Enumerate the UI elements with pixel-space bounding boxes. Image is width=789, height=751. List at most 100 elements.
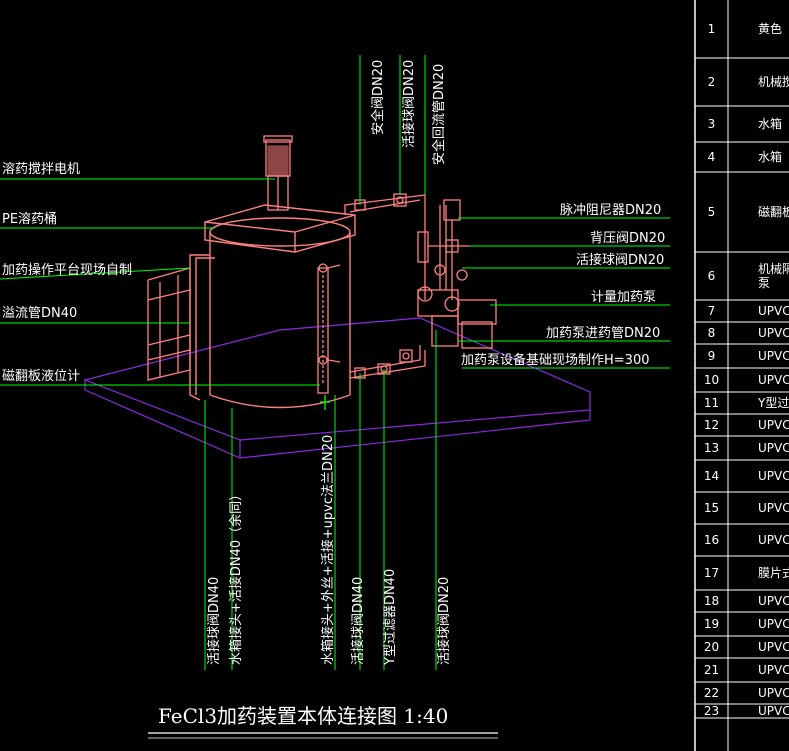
table-row: 13 UPVC活: [695, 441, 789, 461]
table-cell-name: UPVC弯: [758, 616, 789, 631]
mixer-motor: [263, 135, 293, 211]
table-cell-name: UPVC: [758, 686, 789, 700]
operation-platform: [147, 267, 191, 381]
table-cell-name: UPVC: [758, 373, 789, 387]
table-cell-number: 7: [708, 304, 716, 318]
drawing-title-text: FeCl3加药装置本体连接图 1:40: [158, 704, 448, 728]
label-union-ball-valve-right: 活接球阀DN20: [576, 252, 664, 268]
table-cell-number: 14: [704, 469, 719, 483]
table-cell-name: 磁翻板: [758, 204, 789, 219]
table-row: 11 Y型过: [695, 396, 789, 415]
table-cell-number: 3: [708, 117, 716, 131]
right-labels: 脉冲阻尼器DN20 背压阀DN20 活接球阀DN20 计量加药泵 加药泵进药管D…: [461, 203, 665, 368]
table-cell-name: UPVC: [758, 349, 789, 363]
left-labels: 溶药搅拌电机 PE溶药桶 加药操作平台现场自制 溢流管DN40 磁翻板液位计: [2, 161, 132, 384]
label-pump-foundation: 加药泵设备基础现场制作H=300: [461, 352, 649, 368]
safety-return-pipe: [344, 193, 426, 300]
table-cell-name: 泵: [758, 276, 770, 290]
label-union-ball-valve-dn20-bottom: 活接球阀DN20: [436, 577, 452, 665]
label-tank-connector-dn20: 水箱接头+外丝+活接+upvc法兰DN20: [320, 435, 336, 665]
table-cell-number: 18: [704, 594, 719, 608]
table-cell-number: 2: [708, 75, 716, 89]
equipment-base-slab: [83, 317, 591, 459]
table-cell-number: 13: [704, 441, 719, 455]
label-safety-return-pipe: 安全回流管DN20: [431, 64, 447, 165]
table-cell-number: 21: [704, 663, 719, 677]
table-cell-number: 15: [704, 501, 719, 515]
label-union-ball-valve-top: 活接球阀DN20: [401, 60, 417, 148]
table-row: 14 UPVC变: [695, 468, 789, 493]
table-row: 7 UPVC: [695, 304, 789, 323]
table-row: 22 UPVC: [695, 686, 789, 705]
table-cell-name: UPVC背压: [758, 533, 789, 547]
table-row: 20 UPVC三: [695, 640, 789, 659]
table-cell-number: 6: [708, 269, 716, 283]
table-row: 5 磁翻板: [695, 204, 789, 253]
table-row: 2 机械搅: [695, 74, 789, 107]
table-row: 1 黄色: [695, 22, 789, 59]
table-cell-number: 16: [704, 533, 719, 547]
table-row: 6 机械隔膜泵: [695, 261, 789, 301]
table-row: 21 UPVC三: [695, 663, 789, 683]
table-cell-number: 11: [704, 396, 719, 410]
table-cell-number: 12: [704, 418, 719, 432]
table-row: 19 UPVC弯: [695, 616, 789, 637]
leader-lines: [0, 55, 670, 670]
label-safety-valve: 安全阀DN20: [370, 60, 386, 135]
table-cell-name: UPVC: [758, 326, 789, 340]
table-cell-number: 23: [704, 704, 719, 718]
label-overflow-pipe: 溢流管DN40: [2, 306, 77, 321]
table-cell-name: UPVC弯: [758, 593, 789, 608]
table-row: 15 UPVC变: [695, 500, 789, 525]
table-cell-number: 22: [704, 686, 719, 700]
label-y-strainer: Y型过滤器DN40: [383, 569, 398, 666]
table-row: 9 UPVC: [695, 349, 789, 369]
table-cell-name: UPVC: [758, 304, 789, 318]
label-mixer-motor: 溶药搅拌电机: [2, 161, 80, 177]
parts-table: 1黄色2机械搅3水箱4水箱5磁翻板6机械隔膜泵7UPVC8UPVC9UPVC10…: [694, 0, 789, 751]
table-cell-name: UPVC变: [758, 500, 789, 515]
table-cell-name: UPVC活: [758, 418, 789, 432]
magnetic-level-gauge: [317, 263, 341, 410]
pump-inlet-pipe: [349, 345, 426, 379]
table-cell-name: UPVC活: [758, 441, 789, 455]
table-cell-name: 黄色: [758, 22, 782, 36]
table-cell-name: 膜片式脉: [758, 565, 789, 580]
table-cell-name: 机械隔膜: [758, 261, 789, 276]
table-cell-number: 20: [704, 640, 719, 654]
table-cell-number: 17: [704, 566, 719, 580]
table-row: 16 UPVC背压: [695, 533, 789, 557]
top-vertical-labels: 安全阀DN20 活接球阀DN20 安全回流管DN20: [370, 60, 447, 165]
table-cell-number: 9: [708, 349, 716, 363]
table-cell-name: UPVC变: [758, 468, 789, 483]
table-row: 3 水箱: [695, 116, 789, 143]
table-cell-number: 8: [708, 326, 716, 340]
label-operation-platform: 加药操作平台现场自制: [2, 262, 132, 278]
label-union-ball-valve-dn40-b: 活接球阀DN40: [350, 577, 366, 665]
table-row: 8 UPVC: [695, 326, 789, 345]
table-row: 12 UPVC活: [695, 418, 789, 437]
table-cell-name: 水箱: [758, 116, 782, 131]
table-cell-name: UPVC: [758, 704, 789, 718]
table-cell-number: 1: [708, 22, 716, 36]
bottom-vertical-labels: 活接球阀DN40 水箱接头+活接DN40（余同） 水箱接头+外丝+活接+upvc…: [206, 435, 452, 666]
table-cell-name: Y型过: [757, 396, 789, 410]
table-cell-number: 19: [704, 617, 719, 631]
label-pulse-damper: 脉冲阻尼器DN20: [560, 203, 661, 218]
table-cell-name: 机械搅: [758, 74, 789, 89]
table-cell-name: UPVC三: [758, 640, 789, 654]
label-back-pressure-valve: 背压阀DN20: [590, 231, 665, 246]
label-metering-pump: 计量加药泵: [591, 290, 656, 305]
label-pe-tank: PE溶药桶: [2, 212, 57, 227]
table-row: 18 UPVC弯: [695, 593, 789, 613]
label-union-ball-valve-dn40-a: 活接球阀DN40: [206, 577, 222, 665]
label-level-gauge: 磁翻板液位计: [2, 369, 80, 384]
label-tank-connector-dn40: 水箱接头+活接DN40（余同）: [228, 488, 244, 665]
table-cell-number: 5: [708, 205, 716, 219]
table-cell-name: UPVC三: [758, 663, 789, 677]
table-row: 23 UPVC: [695, 704, 789, 719]
metering-pumps: [417, 199, 497, 349]
